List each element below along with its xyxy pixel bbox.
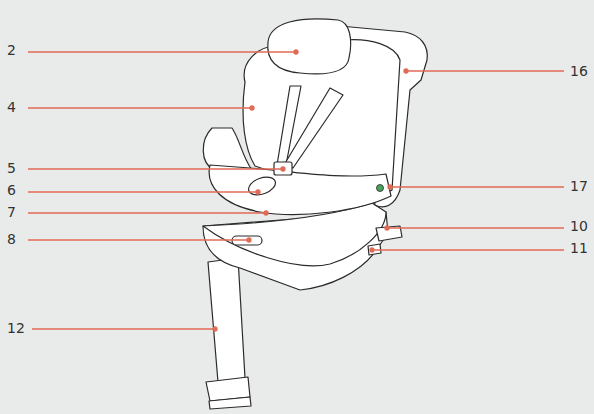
indicator-button xyxy=(377,185,384,192)
callout-number: 16 xyxy=(570,63,588,79)
leader-line xyxy=(28,107,252,108)
leader-line xyxy=(28,239,249,240)
leader-line xyxy=(387,227,564,228)
seat-cushion xyxy=(209,165,391,215)
callout-number: 5 xyxy=(7,160,16,176)
callout-number: 10 xyxy=(570,218,588,234)
leader-dot xyxy=(370,248,374,252)
callout-number: 4 xyxy=(7,99,16,115)
leader-dot xyxy=(404,69,408,73)
leader-dot xyxy=(385,226,389,230)
side-wing xyxy=(203,128,252,170)
leader-line xyxy=(390,186,564,187)
callout-number: 8 xyxy=(7,231,16,247)
crotch-pad xyxy=(246,174,278,199)
leader-dot xyxy=(281,167,285,171)
callout-number: 2 xyxy=(7,42,16,58)
load-leg xyxy=(208,258,245,382)
callout-number: 11 xyxy=(570,240,588,256)
leader-line xyxy=(28,51,296,52)
callout-number: 7 xyxy=(7,204,16,220)
leader-line xyxy=(32,328,215,329)
leader-dot xyxy=(247,238,251,242)
callout-number: 17 xyxy=(570,178,588,194)
callout-number: 6 xyxy=(7,182,16,198)
leader-dot xyxy=(250,106,254,110)
leader-dot xyxy=(264,211,268,215)
leader-line xyxy=(372,249,564,250)
harness-strap xyxy=(284,88,343,168)
leader-line xyxy=(406,70,564,71)
callout-number: 12 xyxy=(7,320,25,336)
leader-line xyxy=(28,191,258,192)
leader-dot xyxy=(256,190,260,194)
leader-dot xyxy=(213,327,217,331)
leader-line xyxy=(28,168,283,169)
leader-dot xyxy=(388,185,392,189)
leader-line xyxy=(28,212,266,213)
headrest xyxy=(268,19,351,74)
leader-dot xyxy=(294,50,298,54)
load-leg-sole xyxy=(209,397,251,409)
